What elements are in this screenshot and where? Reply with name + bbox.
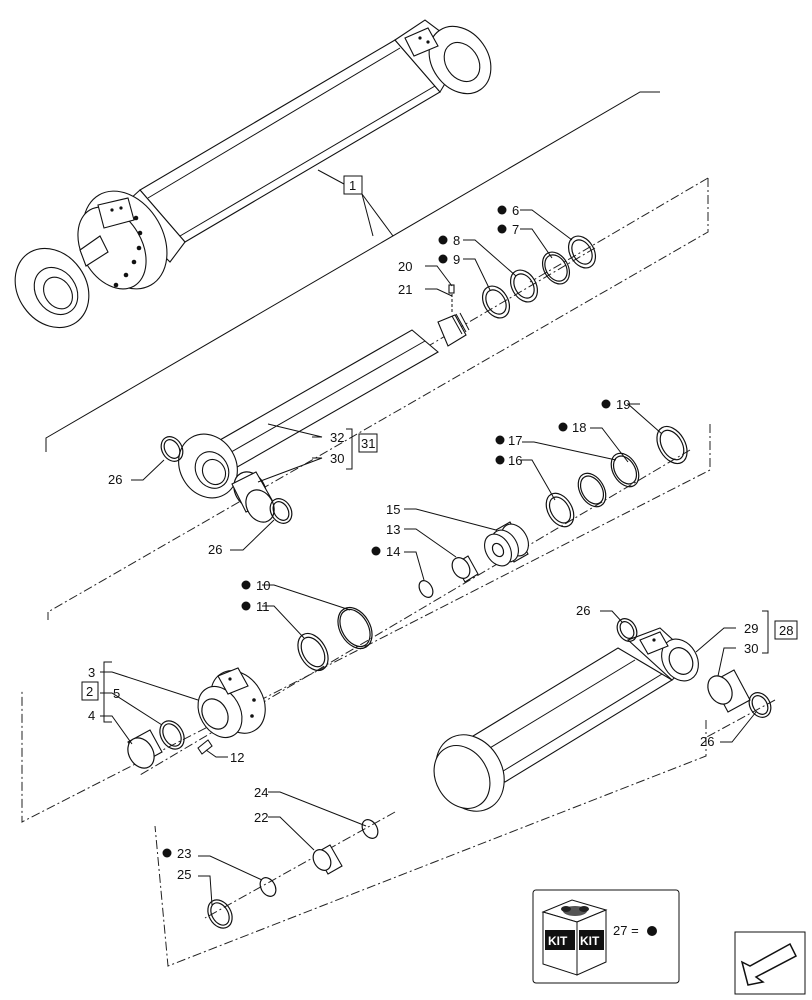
nut-13 (451, 555, 479, 583)
callout-19: 19 (616, 397, 630, 412)
filled-dot-icon (647, 926, 657, 936)
kit-marker-dots (162, 205, 611, 858)
callout-11: 11 (256, 599, 270, 614)
leader-lines (100, 209, 757, 906)
callout-8: 8 (453, 233, 460, 248)
kit-badge-left: KIT (548, 934, 568, 948)
callout-box-2 (81, 681, 99, 701)
seal-rings-16-19 (545, 425, 688, 528)
callout-14: 14 (386, 544, 400, 559)
callout-18: 18 (572, 420, 586, 435)
kit-legend-text: 27 = (613, 923, 639, 938)
callout-17: 17 (508, 433, 522, 448)
callout-3: 3 (88, 665, 95, 680)
callout-23: 23 (177, 846, 191, 861)
callout-13: 13 (386, 522, 400, 537)
callout-30-b: 30 (744, 641, 758, 656)
callout-box-28 (774, 620, 798, 640)
bushing-30-rod (231, 471, 275, 523)
piston-rod (178, 312, 470, 499)
callout-26-b: 26 (208, 542, 222, 557)
kit-legend: KIT KIT 27 = (532, 889, 680, 984)
callout-box-1 (343, 175, 363, 195)
callout-26-d: 26 (700, 734, 714, 749)
grease-fitting (448, 284, 455, 294)
callout-29: 29 (744, 621, 758, 636)
callout-2: 2 (86, 684, 93, 699)
callout-6: 6 (512, 203, 519, 218)
callout-12: 12 (230, 750, 244, 765)
callout-16: 16 (508, 453, 522, 468)
assembled-cylinder (14, 19, 492, 329)
callout-24: 24 (254, 785, 268, 800)
callout-28: 28 (779, 623, 793, 638)
piston-15 (484, 521, 529, 567)
callout-32: 32 (330, 430, 344, 445)
group-brackets (103, 428, 769, 723)
arrow-left-down-icon[interactable] (734, 931, 806, 995)
bushing-4 (127, 729, 163, 769)
gland-3 (197, 667, 266, 738)
callout-5-text: 5 (113, 686, 120, 701)
cylinder-barrel (433, 627, 699, 812)
kit-badge-right: KIT (580, 934, 600, 948)
kit-box-icon: KIT KIT (541, 899, 608, 976)
callout-20: 20 (398, 259, 412, 274)
bolt-12 (197, 739, 213, 755)
callout-labels: 1 2 3 4 5 6 7 8 9 10 11 12 13 14 15 16 1… (86, 178, 793, 882)
callout-25: 25 (177, 867, 191, 882)
callout-9: 9 (453, 252, 460, 267)
callout-26-a: 26 (108, 472, 122, 487)
callout-21: 21 (398, 282, 412, 297)
callout-4: 4 (88, 708, 95, 723)
callout-box-31 (358, 433, 378, 453)
callout-31: 31 (361, 436, 375, 451)
callout-22: 22 (254, 810, 268, 825)
seal-rings-6-9 (481, 235, 597, 319)
callout-10: 10 (256, 578, 270, 593)
callout-1: 1 (349, 178, 356, 193)
spacer-22 (312, 844, 343, 875)
callout-7: 7 (512, 222, 519, 237)
callout-30-a: 30 (330, 451, 344, 466)
bushing-30-barrel (707, 669, 751, 713)
callout-26-c: 26 (576, 603, 590, 618)
callout-15: 15 (386, 502, 400, 517)
